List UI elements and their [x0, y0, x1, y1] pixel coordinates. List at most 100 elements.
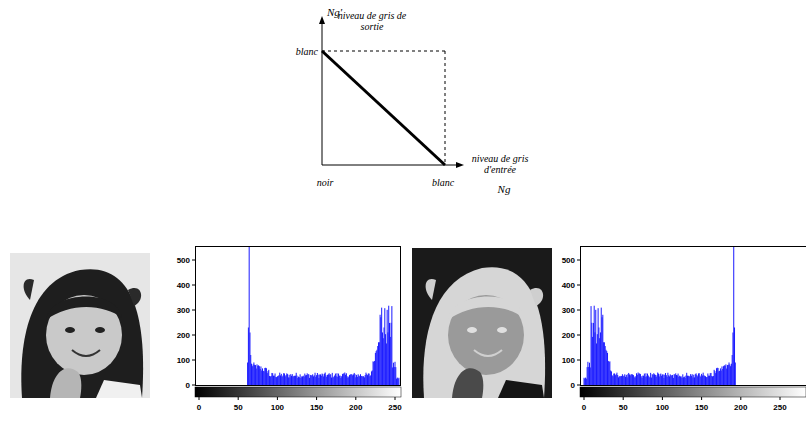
histogram-bar	[303, 376, 304, 385]
histogram-bar	[668, 375, 669, 385]
histogram-bar	[639, 373, 640, 385]
histogram-bar	[255, 365, 256, 385]
histogram-bar	[723, 366, 724, 385]
histogram-bar	[325, 373, 326, 385]
histogram-bar	[718, 368, 719, 385]
tick-mark	[192, 335, 195, 336]
tick-mark	[199, 397, 200, 400]
histogram-bar	[672, 375, 673, 385]
histogram-bar	[286, 373, 287, 385]
tick-label: 150	[695, 403, 708, 412]
histogram-bar	[335, 374, 336, 385]
histogram-bar	[605, 346, 606, 385]
histogram-bar	[720, 368, 721, 385]
histogram-bar	[330, 374, 331, 385]
histogram-bar	[289, 375, 290, 385]
y-axis	[322, 22, 323, 165]
histogram-bar	[624, 374, 625, 385]
histogram-bar	[652, 374, 653, 385]
histogram-bar	[294, 376, 295, 385]
histogram-bar	[315, 373, 316, 385]
histogram-bar	[395, 367, 396, 385]
histogram-bar	[278, 376, 279, 385]
tick-mark	[701, 397, 702, 400]
histogram-bar	[587, 362, 588, 385]
histogram-frame	[580, 247, 806, 398]
histogram-bar	[682, 374, 683, 385]
axis-title: niveau de gris d'entrée	[465, 153, 535, 175]
histogram-bar	[307, 373, 308, 385]
tick-label: 0	[197, 403, 201, 412]
histogram-bar	[346, 373, 347, 385]
histogram-bar	[271, 373, 272, 385]
histogram-bar	[704, 376, 705, 385]
histogram-bar	[703, 375, 704, 385]
histogram-bar	[641, 376, 642, 385]
histogram-bar	[609, 361, 610, 385]
tick-label: 500	[177, 256, 190, 265]
histogram-bar	[662, 374, 663, 385]
histogram-bar	[318, 375, 319, 385]
histogram-bar	[687, 376, 688, 385]
tick-mark	[192, 260, 195, 261]
axis-value: blanc	[296, 46, 318, 57]
histogram-bar	[631, 374, 632, 385]
tick-label: 50	[234, 403, 243, 412]
histogram-bar	[604, 342, 605, 385]
histogram-bar	[329, 373, 330, 385]
histogram-bar	[629, 374, 630, 385]
histogram-bar	[689, 376, 690, 385]
histogram-bar	[293, 377, 294, 385]
histogram-bar	[354, 373, 355, 385]
histogram-bar	[257, 366, 258, 385]
histogram-bar	[270, 376, 271, 385]
histogram-bar	[657, 373, 658, 385]
histogram-bars	[584, 247, 784, 385]
histogram-bar	[690, 374, 691, 385]
histogram-bar	[698, 373, 699, 385]
histogram-bar	[681, 376, 682, 385]
histogram-bar	[344, 373, 345, 385]
histogram-bar	[644, 374, 645, 385]
histogram-bar	[264, 368, 265, 385]
histogram-bar	[338, 374, 339, 385]
histogram-bar	[602, 315, 603, 385]
histogram-bar	[707, 373, 708, 385]
histogram-bar	[320, 374, 321, 385]
tick-mark	[395, 397, 396, 400]
tick-mark	[623, 397, 624, 400]
tick-mark	[577, 310, 580, 311]
histogram-bar	[591, 306, 592, 385]
tick-mark	[316, 397, 317, 400]
transfer-graph	[319, 16, 464, 168]
histogram-bar	[714, 370, 715, 385]
histogram-bar	[679, 376, 680, 385]
histogram-bar	[631, 374, 632, 385]
histogram-bar	[601, 308, 602, 385]
histogram-bar	[393, 363, 394, 385]
histogram-bar	[250, 355, 251, 385]
histogram-bar	[699, 373, 700, 385]
histogram-bar	[384, 308, 385, 385]
tick-label: 150	[310, 403, 323, 412]
histogram-bar	[257, 364, 258, 385]
histogram-bar	[632, 374, 633, 385]
histogram-bar	[617, 375, 618, 385]
histogram-bar	[680, 376, 681, 385]
histogram-bar	[622, 374, 623, 385]
tick-mark	[577, 285, 580, 286]
histogram-bar	[301, 376, 302, 385]
histogram-bar	[251, 364, 252, 385]
histogram-bar	[260, 366, 261, 385]
histogram-bar	[605, 350, 606, 385]
histogram-bar	[398, 379, 399, 385]
histogram-bar	[363, 376, 364, 385]
histogram-bar	[666, 375, 667, 385]
histogram-bar	[608, 361, 609, 385]
histogram-bar	[614, 373, 615, 385]
histogram-bar	[603, 342, 604, 385]
histogram-bar	[613, 374, 614, 385]
histogram-bar	[272, 373, 273, 385]
axis-symbol: Ng	[498, 183, 511, 195]
